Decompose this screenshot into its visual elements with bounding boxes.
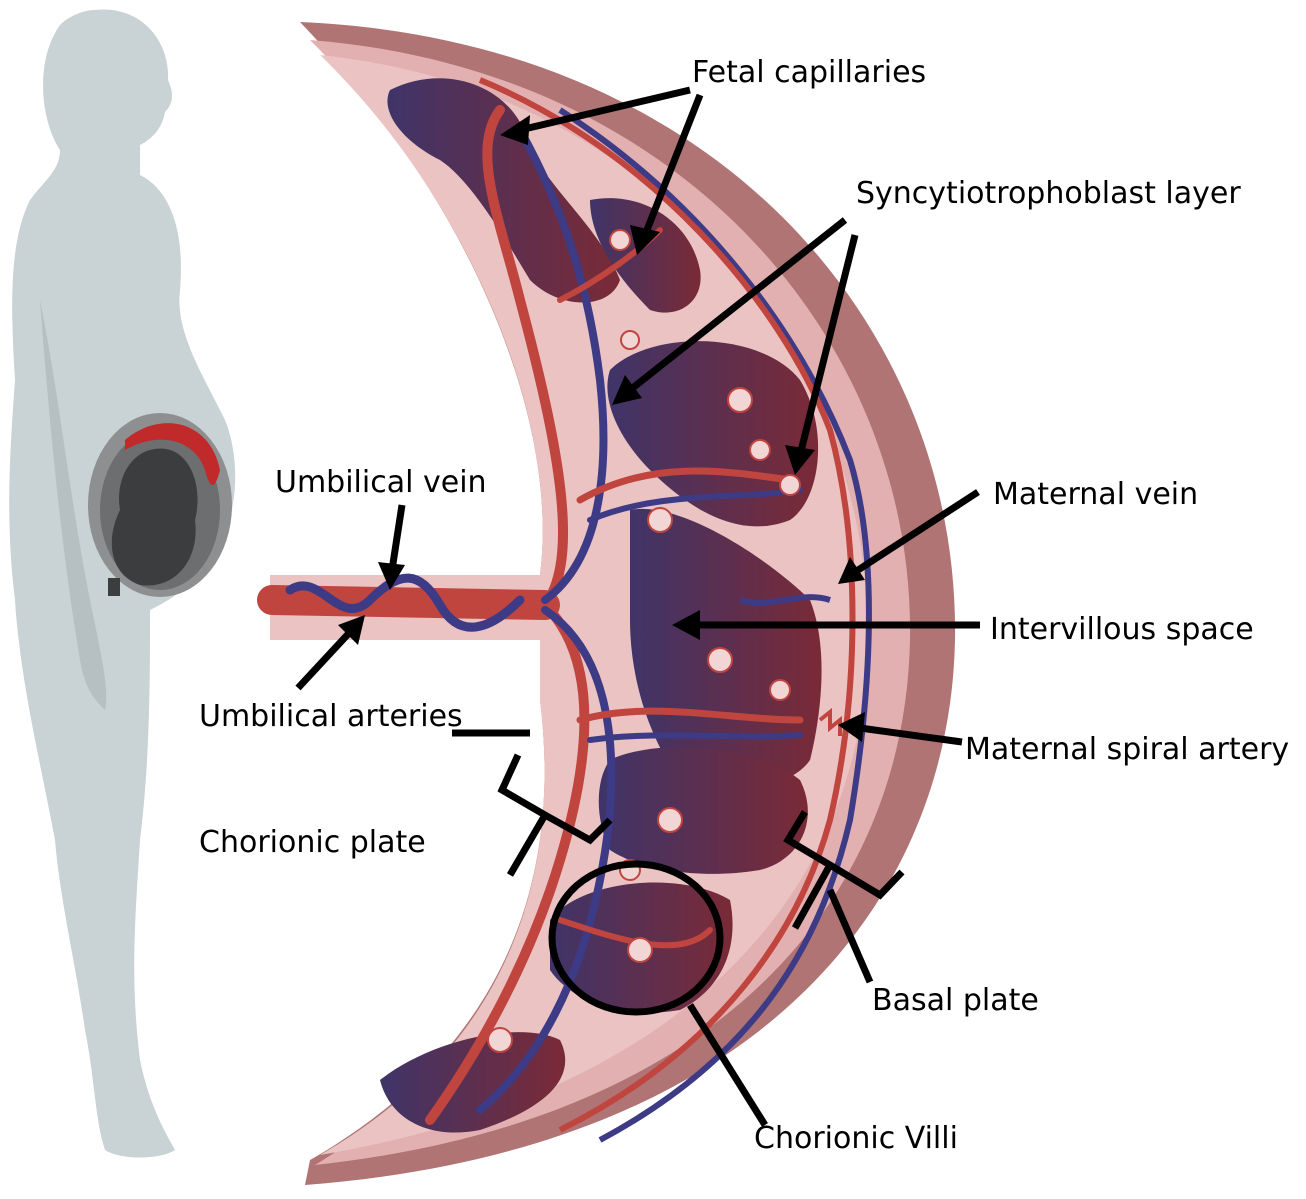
placenta-crescent — [270, 22, 956, 1185]
annotations — [295, 86, 980, 1127]
label-intervillous-space: Intervillous space — [990, 612, 1254, 647]
label-maternal-spiral-artery: Maternal spiral artery — [965, 732, 1289, 767]
label-basal-plate: Basal plate — [872, 983, 1039, 1018]
villous-loops — [487, 229, 801, 1053]
label-syncytiotrophoblast-layer: Syncytiotrophoblast layer — [856, 176, 1241, 211]
label-umbilical-vein: Umbilical vein — [275, 465, 487, 500]
fetal-vessels — [257, 105, 804, 1125]
label-umbilical-arteries: Umbilical arteries — [199, 699, 463, 734]
umbilical-cord — [257, 585, 560, 620]
label-fetal-capillaries: Fetal capillaries — [692, 55, 926, 90]
pregnant-woman-silhouette — [9, 9, 236, 1158]
label-chorionic-plate: Chorionic plate — [199, 825, 426, 860]
tissue — [270, 55, 869, 1155]
label-maternal-vein: Maternal vein — [993, 477, 1198, 512]
label-chorionic-villi: Chorionic Villi — [754, 1121, 958, 1156]
